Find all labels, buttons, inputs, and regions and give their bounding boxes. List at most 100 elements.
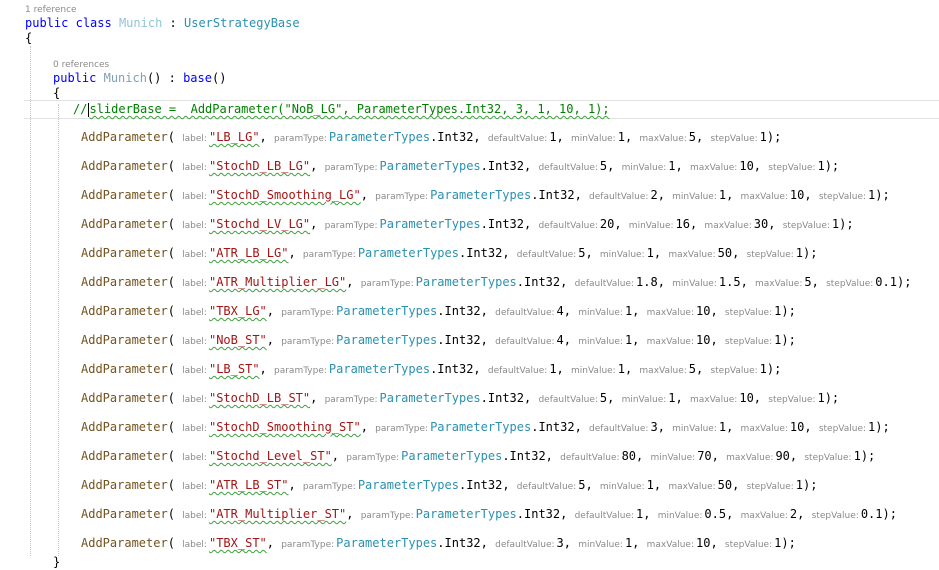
label-hint: label:: [182, 366, 207, 376]
step-value: 1: [774, 333, 782, 347]
step-value: 1: [774, 304, 782, 318]
enum-type[interactable]: ParameterTypes: [379, 217, 481, 231]
label-hint: label:: [182, 221, 207, 231]
label-string: "StochD_LB_LG": [208, 159, 311, 173]
min-value: 16: [675, 217, 690, 231]
step-value: 0.1: [875, 275, 897, 289]
enum-member: .Int32,: [458, 478, 510, 492]
add-parameter-line[interactable]: AddParameter( label:"StochD_Smoothing_ST…: [81, 420, 890, 434]
enum-type[interactable]: ParameterTypes: [357, 478, 459, 492]
class-name[interactable]: Munich: [118, 16, 163, 30]
enum-type[interactable]: ParameterTypes: [379, 391, 481, 405]
max-value: 10: [739, 159, 754, 173]
inherit-colon: :: [162, 16, 184, 30]
default-hint: defaultValue:: [538, 395, 598, 405]
step-hint: stepValue:: [710, 134, 758, 144]
enum-member: .Int32,: [480, 391, 532, 405]
min-hint: minValue:: [672, 279, 717, 289]
method-name[interactable]: AddParameter: [81, 362, 168, 376]
constructor-reference-count[interactable]: 0 references: [53, 60, 110, 70]
method-name[interactable]: AddParameter: [81, 217, 168, 231]
label-string: "StochD_Smoothing_ST": [208, 420, 361, 434]
add-parameter-line[interactable]: AddParameter( label:"StochD_Smoothing_LG…: [81, 188, 890, 202]
method-name[interactable]: AddParameter: [81, 478, 168, 492]
add-parameter-line[interactable]: AddParameter( label:"LB_ST", paramType:P…: [81, 362, 782, 376]
add-parameter-line[interactable]: AddParameter( label:"NoB_ST", paramType:…: [81, 333, 796, 347]
method-name[interactable]: AddParameter: [81, 275, 168, 289]
default-value: 2: [650, 188, 658, 202]
enum-type[interactable]: ParameterTypes: [336, 536, 438, 550]
default-hint: defaultValue:: [495, 540, 555, 550]
add-parameter-line[interactable]: AddParameter( label:"Stochd_Level_ST", p…: [81, 449, 876, 463]
add-parameter-line[interactable]: AddParameter( label:"TBX_LG", paramType:…: [81, 304, 796, 318]
max-hint: maxValue:: [646, 308, 694, 318]
enum-type[interactable]: ParameterTypes: [401, 449, 503, 463]
enum-type[interactable]: ParameterTypes: [336, 304, 438, 318]
default-value: 4: [556, 333, 564, 347]
add-parameter-line[interactable]: AddParameter( label:"ATR_Multiplier_LG",…: [81, 275, 912, 289]
add-parameter-line[interactable]: AddParameter( label:"TBX_ST", paramType:…: [81, 536, 796, 550]
base-class-name[interactable]: UserStrategyBase: [184, 16, 300, 30]
default-hint: defaultValue:: [538, 221, 598, 231]
method-name[interactable]: AddParameter: [81, 159, 168, 173]
constructor-declaration-line[interactable]: public Munich() : base(): [53, 70, 226, 86]
method-name[interactable]: AddParameter: [81, 333, 168, 347]
label-string: "LB_ST": [208, 362, 260, 376]
add-parameter-line[interactable]: AddParameter( label:"StochD_LB_ST", para…: [81, 391, 840, 405]
min-hint: minValue:: [599, 250, 645, 260]
max-value: 90: [775, 449, 790, 463]
method-name[interactable]: AddParameter: [81, 188, 168, 202]
enum-type[interactable]: ParameterTypes: [415, 275, 517, 289]
min-value: 1: [718, 188, 727, 202]
enum-type[interactable]: ParameterTypes: [328, 362, 431, 376]
default-value: 1: [549, 130, 557, 144]
label-hint: label:: [182, 395, 207, 405]
max-value: 10: [789, 420, 805, 434]
class-reference-count[interactable]: 1 reference: [25, 5, 77, 15]
method-name[interactable]: AddParameter: [81, 507, 168, 521]
enum-type[interactable]: ParameterTypes: [379, 159, 481, 173]
add-parameter-line[interactable]: AddParameter( label:"LB_LG", paramType:P…: [81, 130, 782, 144]
enum-type[interactable]: ParameterTypes: [357, 246, 459, 260]
step-hint: stepValue:: [804, 453, 852, 463]
method-name[interactable]: AddParameter: [81, 391, 168, 405]
add-parameter-line[interactable]: AddParameter( label:"ATR_LB_ST", paramTy…: [81, 478, 818, 492]
paramtype-hint: paramType:: [360, 511, 414, 521]
max-hint: maxValue:: [755, 279, 803, 289]
min-value: 1: [668, 159, 676, 173]
max-hint: maxValue:: [704, 221, 752, 231]
comment-body: sliderBase = AddParameter("NoB_LG", Para…: [89, 102, 610, 116]
step-hint: stepValue:: [818, 424, 867, 434]
enum-type[interactable]: ParameterTypes: [430, 420, 532, 434]
commented-code-line[interactable]: //sliderBase = AddParameter("NoB_LG", Pa…: [73, 101, 610, 117]
label-hint: label:: [182, 511, 207, 521]
label-string: "NoB_ST": [208, 333, 267, 347]
method-name[interactable]: AddParameter: [81, 536, 168, 550]
default-hint: defaultValue:: [574, 279, 635, 289]
ctor-public-keyword: public: [53, 71, 97, 85]
method-name[interactable]: AddParameter: [81, 130, 168, 144]
step-value: 1: [759, 362, 767, 376]
add-parameter-line[interactable]: AddParameter( label:"StochD_LB_LG", para…: [81, 159, 840, 173]
add-parameter-line[interactable]: AddParameter( label:"Stochd_LV_LG", para…: [81, 217, 854, 231]
method-name[interactable]: AddParameter: [81, 420, 168, 434]
step-value: 1: [795, 246, 804, 260]
enum-type[interactable]: ParameterTypes: [328, 130, 431, 144]
enum-type[interactable]: ParameterTypes: [336, 333, 438, 347]
constructor-name[interactable]: Munich: [103, 71, 147, 85]
enum-type[interactable]: ParameterTypes: [430, 188, 532, 202]
method-name[interactable]: AddParameter: [81, 246, 168, 260]
max-hint: maxValue:: [740, 192, 788, 202]
class-declaration-line[interactable]: public class Munich : UserStrategyBase: [25, 15, 300, 31]
indent-guide-class: [30, 46, 31, 556]
label-hint: label:: [182, 424, 207, 434]
default-value: 80: [621, 449, 637, 463]
add-parameter-line[interactable]: AddParameter( label:"ATR_LB_LG", paramTy…: [81, 246, 818, 260]
add-parameter-line[interactable]: AddParameter( label:"ATR_Multiplier_ST",…: [81, 507, 897, 521]
paramtype-hint: paramType:: [274, 366, 327, 376]
method-name[interactable]: AddParameter: [81, 449, 168, 463]
method-name[interactable]: AddParameter: [81, 304, 168, 318]
default-value: 1: [636, 507, 644, 521]
enum-type[interactable]: ParameterTypes: [415, 507, 517, 521]
